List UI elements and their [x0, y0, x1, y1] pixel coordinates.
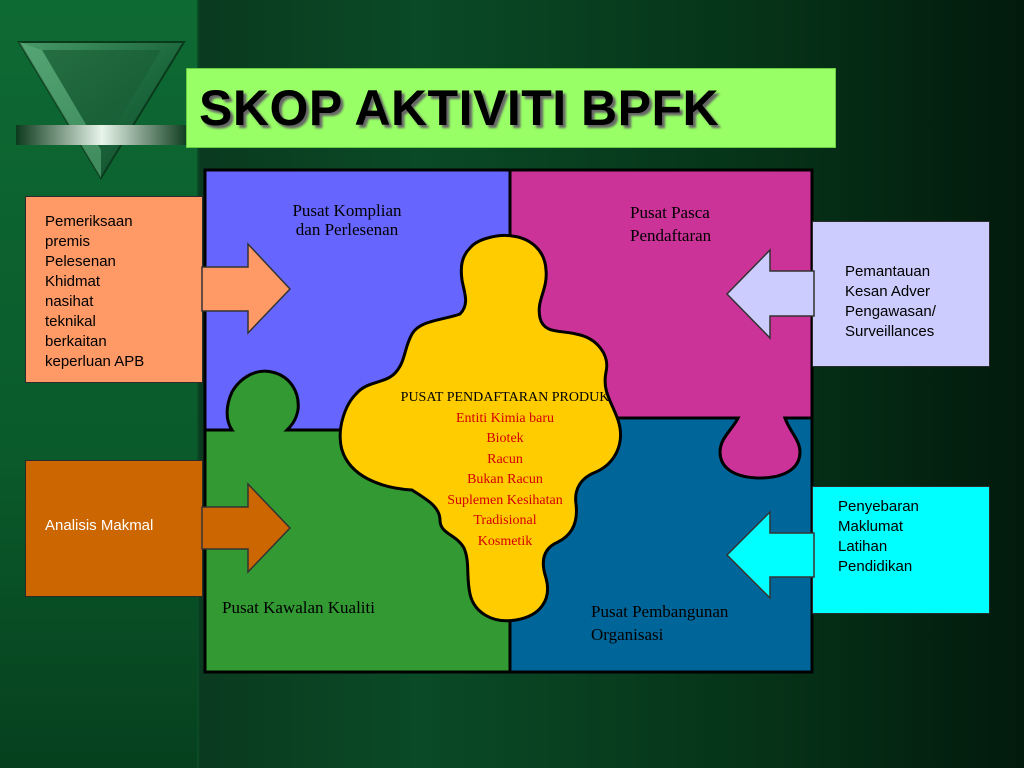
center-item: Kosmetik	[477, 533, 533, 549]
arrow-right-icon	[201, 482, 292, 574]
side-box-line: Analisis Makmal	[45, 517, 154, 534]
center-item: Bukan Racun	[467, 472, 543, 487]
side-box-left-top: Pemeriksaan premis Pelesenan Khidmat nas…	[25, 196, 203, 383]
side-box-right-top-text: Pemantauan Kesan Adver Pengawasan/ Surve…	[845, 262, 936, 342]
bottom-left-label-line1: Pusat Kawalan Kualiti	[222, 598, 375, 617]
side-box-right-top: Pemantauan Kesan Adver Pengawasan/ Surve…	[812, 221, 990, 367]
side-box-left-bottom-text: Analisis Makmal	[45, 516, 153, 536]
side-box-line: Pemantauan	[845, 263, 931, 280]
center-item: Entiti Kimia baru	[456, 410, 554, 426]
center-item: Suplemen Kesihatan	[447, 492, 563, 508]
side-box-line: teknikal	[45, 313, 96, 330]
triangle-logo-icon	[16, 41, 188, 180]
side-box-line: Pemeriksaan	[45, 213, 133, 230]
bottom-right-label: Pusat Pembangunan Organisasi	[591, 600, 728, 646]
side-box-line: Pendidikan	[838, 558, 913, 575]
side-box-line: Pengawasan/	[845, 303, 936, 320]
center-title: PUSAT PENDAFTARAN PRODUK	[400, 390, 610, 405]
slide-title: SKOP AKTIVITI BPFK	[199, 80, 720, 136]
side-box-line: Khidmat	[45, 273, 101, 290]
side-box-left-bottom: Analisis Makmal	[25, 460, 203, 597]
side-box-right-bottom: Penyebaran Maklumat Latihan Pendidikan	[812, 486, 990, 614]
title-box: SKOP AKTIVITI BPFK	[186, 68, 836, 148]
side-box-line: premis	[45, 233, 91, 250]
top-left-label: Pusat Komplian dan Perlesenan	[282, 199, 412, 241]
top-left-label-line2: dan Perlesenan	[295, 220, 399, 239]
side-box-left-top-text: Pemeriksaan premis Pelesenan Khidmat nas…	[45, 212, 144, 372]
side-box-line: Surveillances	[845, 323, 935, 340]
side-box-line: Latihan	[838, 538, 888, 555]
arrow-left-icon	[725, 510, 815, 600]
top-right-label: Pusat Pasca Pendaftaran	[630, 201, 711, 247]
center-item: Racun	[487, 451, 523, 467]
center-item: Biotek	[486, 431, 524, 446]
side-box-line: Pelesenan	[45, 253, 116, 270]
side-box-line: berkaitan	[45, 333, 107, 350]
top-right-label-line1: Pusat Pasca	[630, 203, 710, 222]
side-box-line: nasihat	[45, 293, 94, 310]
side-box-line: Maklumat	[838, 518, 904, 535]
top-right-label-line2: Pendaftaran	[630, 226, 712, 245]
bottom-right-label-line2: Organisasi	[591, 625, 664, 644]
arrow-right-icon	[201, 242, 292, 335]
side-box-line: Kesan Adver	[845, 283, 931, 300]
arrow-left-icon	[725, 248, 815, 340]
side-box-line: Penyebaran	[838, 498, 919, 515]
side-box-line: keperluan APB	[45, 353, 145, 370]
top-left-label-line1: Pusat Komplian	[292, 201, 402, 220]
bottom-right-label-line1: Pusat Pembangunan	[591, 602, 729, 621]
bottom-left-label: Pusat Kawalan Kualiti	[222, 596, 375, 619]
center-text: PUSAT PENDAFTARAN PRODUK Entiti Kimia ba…	[340, 388, 670, 552]
side-box-right-bottom-text: Penyebaran Maklumat Latihan Pendidikan	[838, 497, 919, 577]
center-item: Tradisional	[473, 513, 537, 528]
puzzle-piece-center	[338, 234, 623, 623]
puzzle-piece-bottom-right	[508, 416, 814, 674]
